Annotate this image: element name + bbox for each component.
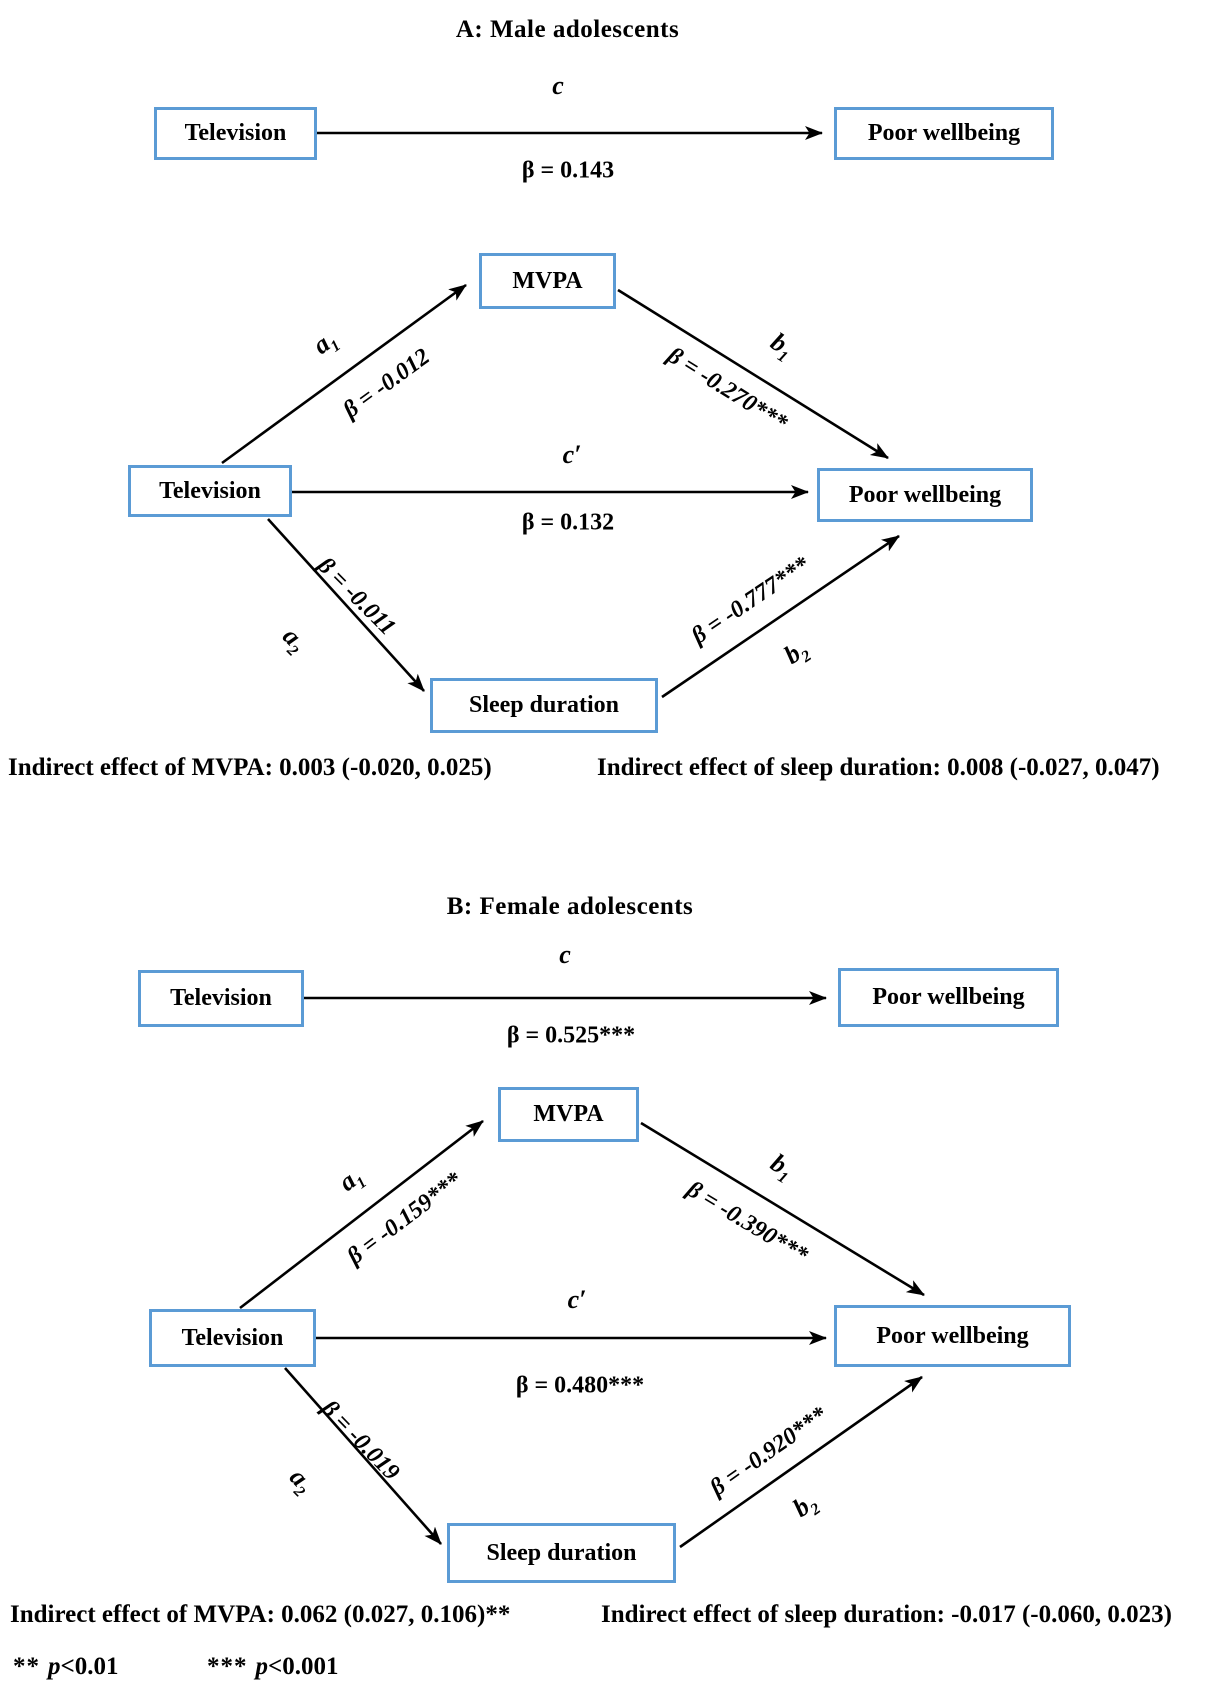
panel-a-direct-poor-wellbeing-box: Poor wellbeing <box>834 107 1054 160</box>
panel-a-path-c-label: c <box>552 71 564 100</box>
panel-a-direct-television-box: Television <box>154 107 317 160</box>
panel-a-mvpa-box: MVPA <box>479 253 616 309</box>
panel-b-mvpa-box: MVPA <box>498 1087 639 1142</box>
panel-b-sleep-duration-box: Sleep duration <box>447 1523 676 1583</box>
panel-b-indirect-sleep-text: Indirect effect of sleep duration: -0.01… <box>601 1601 1172 1628</box>
footnote-p-001: *** p<0.001 <box>207 1653 339 1681</box>
panel-b-indirect-mvpa-text: Indirect effect of MVPA: 0.062 (0.027, 0… <box>10 1601 511 1628</box>
panel-a-path-a1-arrow <box>221 283 467 465</box>
panel-b-mediation-television-box: Television <box>149 1309 316 1367</box>
box-label: Poor wellbeing <box>876 1322 1029 1349</box>
p-threshold: <0.001 <box>268 1653 339 1680</box>
box-label: Television <box>181 1324 284 1351</box>
box-label: Poor wellbeing <box>867 120 1021 146</box>
box-label: MVPA <box>512 267 583 294</box>
panel-a-mediation-television-box: Television <box>128 465 292 517</box>
p-threshold: <0.01 <box>60 1653 119 1680</box>
panel-b-path-cprime-beta: β = 0.480*** <box>515 1372 645 1399</box>
panel-b-path-c-beta: β = 0.525*** <box>506 1022 636 1049</box>
panel-a-path-cprime-beta: β = 0.132 <box>521 509 615 536</box>
panel-a-indirect-mvpa-text: Indirect effect of MVPA: 0.003 (-0.020, … <box>8 754 492 781</box>
box-label: MVPA <box>533 1101 604 1127</box>
p-symbol: p <box>48 1653 61 1680</box>
panel-b-path-c-label: c <box>559 940 571 969</box>
footnote-p-01: ** p<0.01 <box>13 1653 119 1681</box>
box-label: Poor wellbeing <box>872 984 1025 1010</box>
box-label: Television <box>170 985 272 1011</box>
panel-b-mediation-poor-wellbeing-box: Poor wellbeing <box>834 1305 1071 1367</box>
panel-b-path-b2-arrow <box>679 1375 923 1549</box>
panel-b-direct-poor-wellbeing-box: Poor wellbeing <box>838 968 1059 1027</box>
panel-b-path-b1-arrow <box>640 1121 925 1297</box>
box-label: Sleep duration <box>468 692 620 718</box>
panel-b-direct-television-box: Television <box>138 970 304 1027</box>
panel-b-path-a2-arrow <box>284 1367 442 1545</box>
panel-a-path-a2-arrow <box>267 518 425 692</box>
panel-a-mediation-poor-wellbeing-box: Poor wellbeing <box>817 468 1033 522</box>
panel-a-path-c-beta: β = 0.143 <box>521 157 615 184</box>
panel-a-indirect-sleep-text: Indirect effect of sleep duration: 0.008… <box>597 754 1160 781</box>
panel-a-path-cprime-label: c′ <box>562 440 582 469</box>
box-label: Poor wellbeing <box>848 481 1002 508</box>
panel-a-title: A: Male adolescents <box>455 16 680 43</box>
box-label: Television <box>159 477 261 504</box>
panel-a-path-b2-arrow <box>661 534 900 699</box>
panel-b-path-cprime-label: c′ <box>567 1285 587 1314</box>
panel-a-path-b1-arrow <box>617 288 889 460</box>
box-label: Sleep duration <box>486 1539 637 1566</box>
significance-stars: ** <box>13 1653 40 1680</box>
box-label: Television <box>184 120 287 146</box>
significance-stars: *** <box>207 1653 248 1680</box>
panel-a-sleep-duration-box: Sleep duration <box>430 678 658 733</box>
panel-b-path-a1-arrow <box>239 1119 484 1310</box>
p-symbol: p <box>255 1653 269 1680</box>
panel-b-title: B: Female adolescents <box>446 893 694 920</box>
